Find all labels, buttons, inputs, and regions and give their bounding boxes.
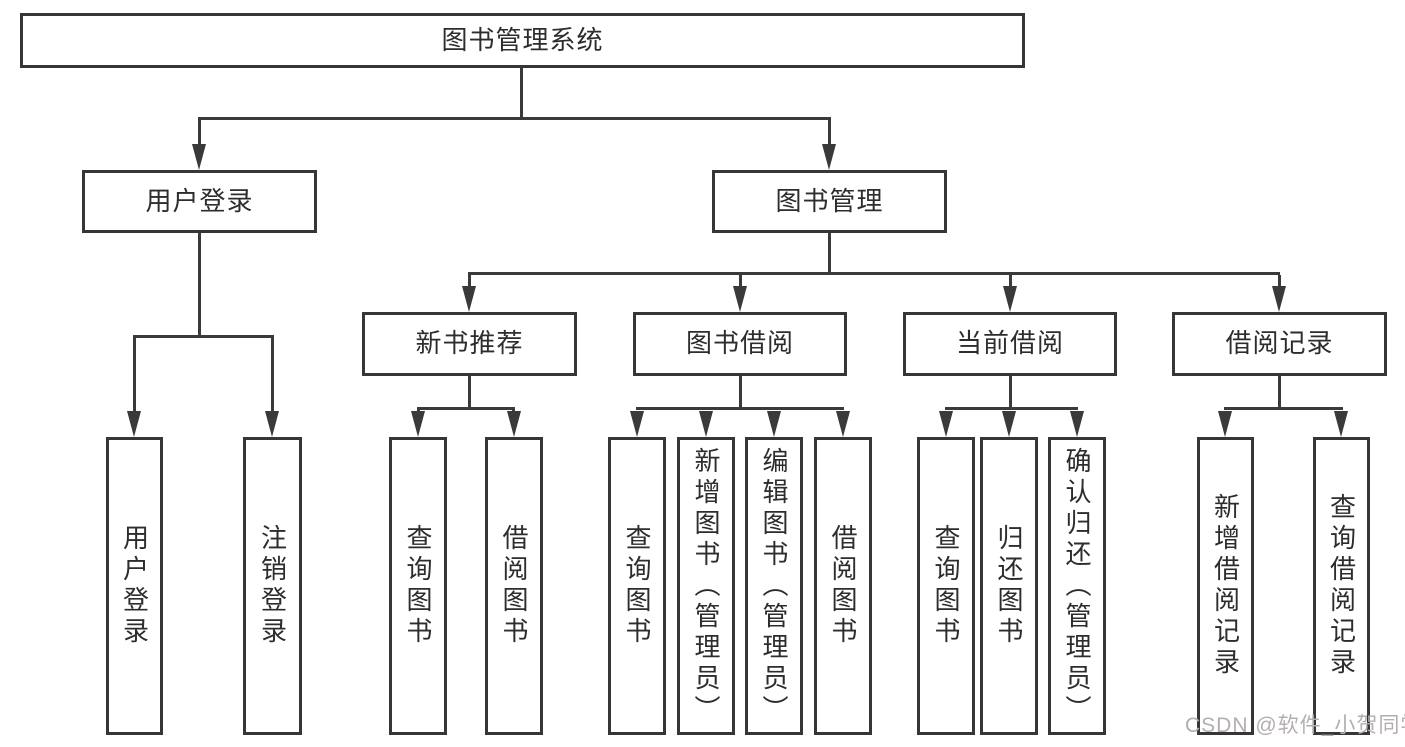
edge [739, 376, 742, 407]
arrowhead [1070, 411, 1084, 437]
arrowhead [507, 411, 521, 437]
leaf-confirm-return-admin: 确认归还（管理员） [1048, 437, 1106, 735]
arrowhead [1002, 411, 1016, 437]
node-label: 用户登录 [119, 524, 150, 648]
leaf-return-book: 归还图书 [980, 437, 1038, 735]
edge [133, 338, 136, 411]
arrowhead [836, 411, 850, 437]
edge [1278, 275, 1281, 286]
edge [1009, 376, 1012, 407]
node-label: 用户登录 [145, 185, 254, 216]
leaf-borrow-books-recommend: 借阅图书 [485, 437, 543, 735]
edge [636, 407, 844, 410]
node-label: 借阅图书 [828, 524, 858, 648]
node-label: 查询图书 [403, 524, 433, 648]
node-label: 借阅图书 [499, 524, 529, 648]
node-book-borrowing: 图书借阅 [633, 312, 847, 376]
arrowhead [1003, 286, 1017, 312]
node-label: 注销登录 [257, 524, 288, 648]
node-borrowing-records: 借阅记录 [1172, 312, 1387, 376]
node-label: 新书推荐 [415, 328, 524, 359]
arrowhead [939, 411, 953, 437]
arrowhead [699, 411, 713, 437]
node-label: 新增借阅记录 [1210, 493, 1241, 679]
node-user-login-branch: 用户登录 [82, 170, 317, 233]
arrowhead [733, 286, 747, 312]
node-label: 图书管理 [775, 185, 884, 216]
edge [828, 233, 831, 272]
node-new-book-recommend: 新书推荐 [362, 312, 577, 376]
node-label: 图书借阅 [685, 328, 794, 359]
node-label: 编辑图书（管理员） [759, 446, 789, 726]
leaf-add-borrow-record: 新增借阅记录 [1197, 437, 1254, 735]
edge [828, 120, 831, 144]
edge [468, 272, 1280, 275]
arrowhead [265, 411, 279, 437]
arrowhead [1334, 411, 1348, 437]
edge [468, 376, 471, 407]
arrowhead [411, 411, 425, 437]
csdn-watermark: CSDN @软件_小贺同学 [1185, 714, 1405, 737]
arrowhead [1272, 286, 1286, 312]
leaf-logout: 注销登录 [243, 437, 302, 735]
edge [1009, 275, 1012, 286]
edge [520, 68, 523, 117]
arrowhead [767, 411, 781, 437]
node-label: 图书管理系统 [441, 24, 604, 55]
leaf-user-login: 用户登录 [106, 437, 163, 735]
edge [133, 335, 274, 338]
edge [739, 275, 742, 286]
leaf-query-books-borrowing: 查询图书 [608, 437, 666, 735]
edge [198, 117, 831, 120]
leaf-edit-book-admin: 编辑图书（管理员） [745, 437, 803, 735]
node-book-management: 图书管理 [712, 170, 947, 233]
arrowhead [822, 144, 836, 170]
arrowhead [1218, 411, 1232, 437]
edge [417, 407, 515, 410]
node-label: 归还图书 [994, 524, 1024, 648]
arrowhead [127, 411, 141, 437]
node-current-borrowing: 当前借阅 [903, 312, 1117, 376]
arrowhead [192, 144, 206, 170]
node-label: 查询借阅记录 [1326, 493, 1357, 679]
node-label: 当前借阅 [955, 328, 1064, 359]
edge [945, 407, 1078, 410]
edge [1278, 376, 1281, 407]
edge [271, 338, 274, 411]
node-label: 查询图书 [931, 524, 961, 648]
edge [1224, 407, 1343, 410]
leaf-query-books-current: 查询图书 [917, 437, 975, 735]
arrowhead [630, 411, 644, 437]
leaf-add-book-admin: 新增图书（管理员） [677, 437, 735, 735]
edge [198, 120, 201, 144]
node-label: 借阅记录 [1225, 328, 1334, 359]
node-label: 确认归还（管理员） [1062, 446, 1092, 726]
node-label: 新增图书（管理员） [691, 446, 721, 726]
arrowhead [462, 286, 476, 312]
edge [198, 233, 201, 335]
node-library-management-system: 图书管理系统 [20, 13, 1025, 68]
leaf-query-books-recommend: 查询图书 [389, 437, 447, 735]
node-label: 查询图书 [622, 524, 652, 648]
leaf-borrow-books-borrowing: 借阅图书 [814, 437, 872, 735]
leaf-query-borrow-record: 查询借阅记录 [1313, 437, 1370, 735]
edge [468, 275, 471, 286]
